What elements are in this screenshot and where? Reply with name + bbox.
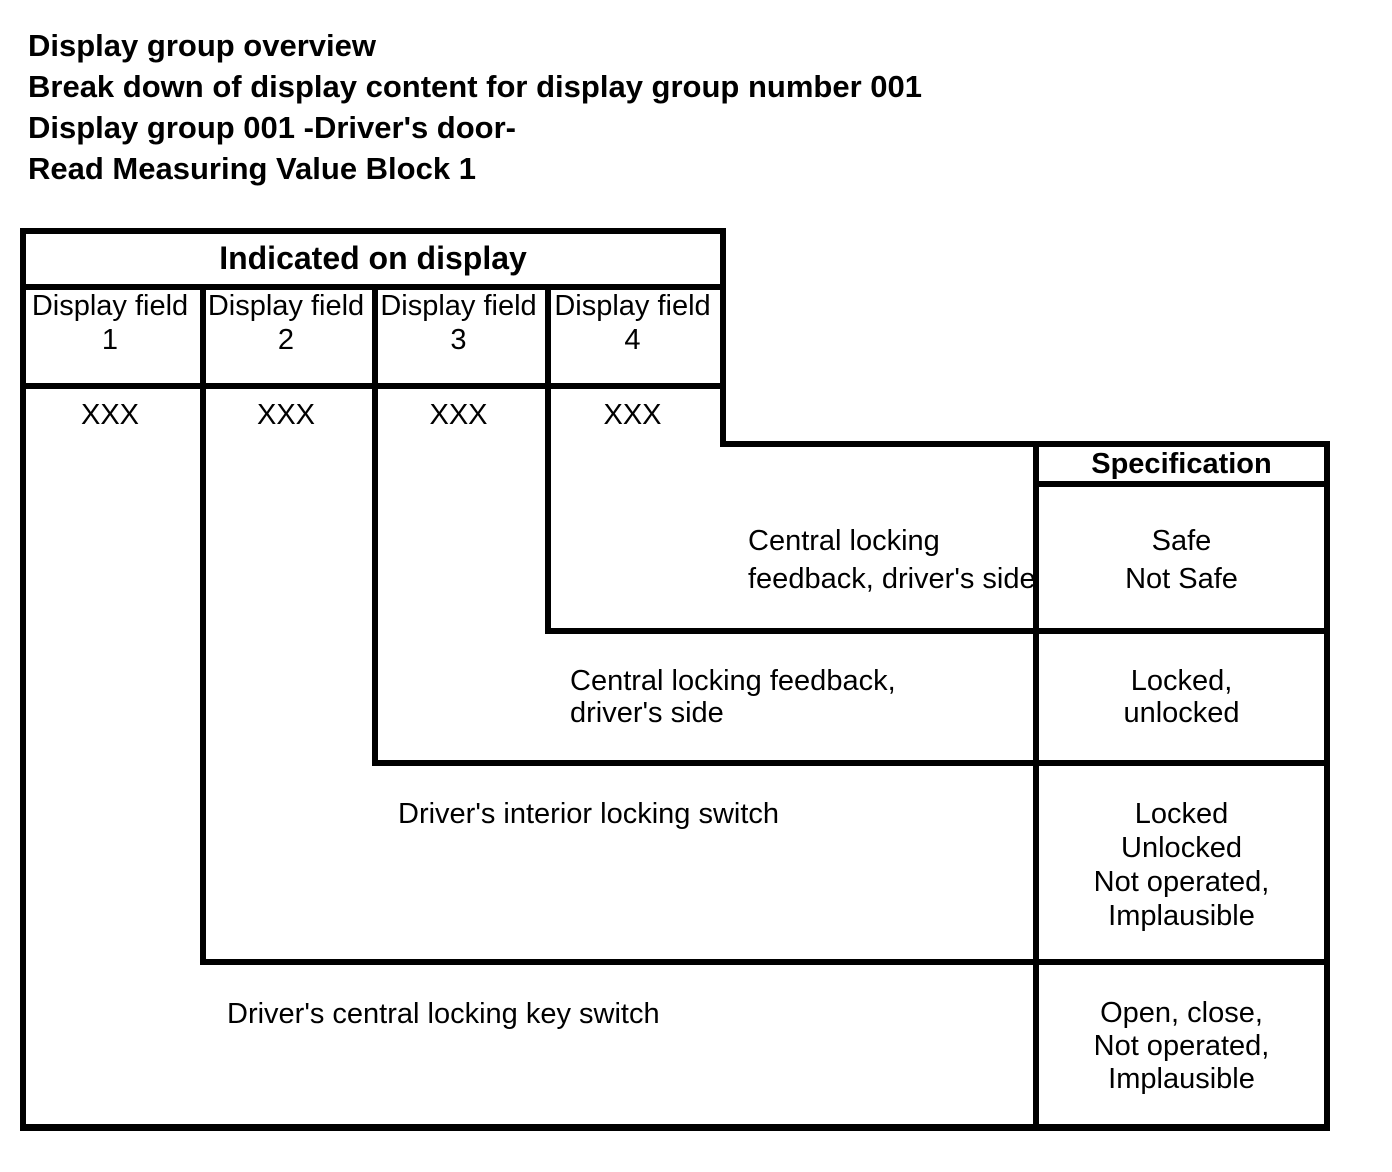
specification-left-border — [1033, 441, 1039, 1131]
display-field-3-value: XXX — [429, 399, 488, 431]
display-field-1-value: XXX — [80, 399, 140, 431]
title-line-2: Break down of display content for displa… — [28, 69, 922, 104]
row-field2-bottom-border — [200, 959, 1330, 965]
specification-line: unlocked — [1123, 697, 1240, 729]
row-field3-specification: Locked, unlocked — [1039, 665, 1324, 729]
specification-line: Implausible — [1108, 1063, 1255, 1095]
row-field1-description: Driver's central locking key switch — [227, 997, 660, 1031]
description-line: Driver's interior locking switch — [398, 798, 780, 830]
display-field-label: Display field — [380, 290, 537, 322]
description-line: Driver's central locking key switch — [227, 998, 660, 1030]
display-field-4-value: XXX — [603, 399, 662, 431]
description-line: Central locking — [748, 525, 940, 557]
description-line: Central locking feedback, — [570, 665, 896, 697]
table-top-border — [20, 228, 726, 234]
row-field4-description: Central locking feedback, driver's side — [748, 522, 1036, 598]
specification-right-border — [1324, 441, 1330, 1131]
row-field1-specification: Open, close, Not operated, Implausible — [1039, 997, 1324, 1096]
display-field-1-header: Display field 1 — [26, 289, 194, 357]
specification-line: Not Safe — [1125, 563, 1238, 595]
specification-line: Locked, — [1130, 665, 1233, 697]
table-bottom-border — [20, 1124, 1330, 1131]
specification-line: Implausible — [1108, 900, 1255, 932]
table-right-top-border — [720, 228, 726, 447]
column3-4-divider — [545, 284, 551, 634]
row-field3-bottom-border — [372, 760, 1330, 766]
specification-line: Unlocked — [1121, 832, 1242, 864]
field4-step-border — [720, 441, 1330, 447]
display-field-number: 1 — [101, 324, 119, 356]
column2-3-divider — [372, 284, 378, 766]
title-line-4: Read Measuring Value Block 1 — [28, 151, 476, 186]
specification-header: Specification — [1091, 448, 1272, 480]
display-field-label: Display field — [554, 290, 711, 322]
display-field-3-header: Display field 3 — [378, 289, 539, 357]
column1-2-divider — [200, 284, 206, 965]
document-header: Display group overview Break down of dis… — [28, 25, 922, 189]
specification-line: Not operated, — [1093, 1030, 1270, 1062]
specification-line: Not operated, — [1093, 866, 1270, 898]
specification-line: Locked — [1134, 798, 1229, 830]
specification-line: Safe — [1151, 525, 1212, 557]
display-field-2-header: Display field 2 — [206, 289, 366, 357]
row-field4-specification: Safe Not Safe — [1039, 522, 1324, 598]
description-line: feedback, driver's side — [748, 563, 1036, 595]
row-field4-bottom-border — [545, 628, 1330, 634]
display-field-number: 3 — [450, 324, 467, 356]
row-field3-description: Central locking feedback, driver's side — [570, 665, 896, 729]
display-field-number: 2 — [277, 324, 295, 356]
display-field-label: Display field — [207, 290, 365, 322]
row-field2-specification: Locked Unlocked Not operated, Implausibl… — [1039, 797, 1324, 933]
display-field-number: 4 — [624, 324, 641, 356]
display-field-2-value: XXX — [256, 399, 316, 431]
table-left-border — [20, 228, 26, 1131]
display-field-4-header: Display field 4 — [551, 289, 714, 357]
title-line-1: Display group overview — [28, 28, 376, 63]
specification-line: Open, close, — [1100, 997, 1263, 1029]
description-line: driver's side — [570, 697, 724, 729]
row-field2-description: Driver's interior locking switch — [398, 797, 779, 831]
specification-header-bottom-border — [1033, 481, 1330, 487]
display-field-label: Display field — [31, 290, 189, 322]
indicated-on-display-header: Indicated on display — [219, 240, 527, 276]
title-line-3: Display group 001 -Driver's door- — [28, 110, 516, 145]
